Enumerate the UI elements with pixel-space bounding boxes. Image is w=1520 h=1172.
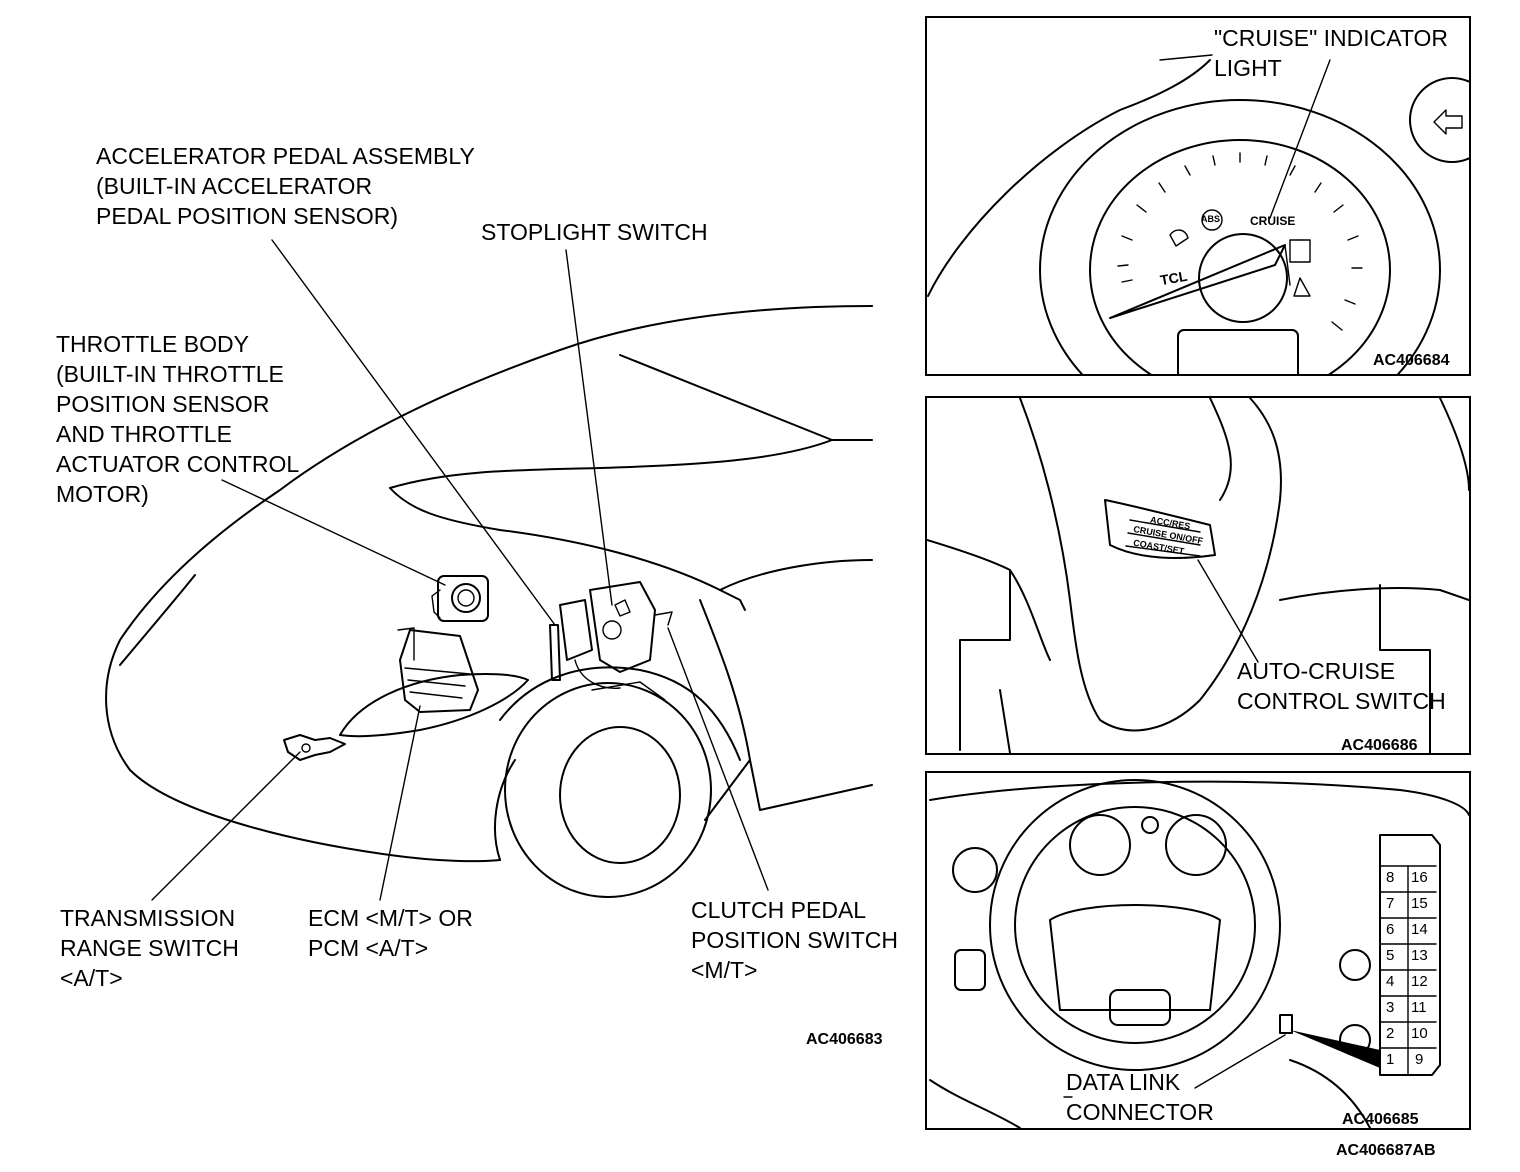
- label-transmission-switch: TRANSMISSION RANGE SWITCH <A/T>: [60, 905, 239, 991]
- pin-16: 16: [1411, 869, 1428, 886]
- code-main: AC406683: [806, 1031, 883, 1048]
- pin-15: 15: [1411, 895, 1428, 912]
- pin-10: 10: [1411, 1025, 1428, 1042]
- pin-5: 5: [1386, 947, 1395, 964]
- label-accelerator-pedal: ACCELERATOR PEDAL ASSEMBLY (BUILT-IN ACC…: [96, 143, 475, 229]
- pin-2: 2: [1386, 1025, 1395, 1042]
- car-outline: [105, 305, 873, 898]
- pin-6: 6: [1386, 921, 1395, 938]
- label-clutch-switch: CLUTCH PEDAL POSITION SWITCH <M/T>: [691, 897, 898, 983]
- pin-12: 12: [1411, 973, 1428, 990]
- ecm-component: [397, 627, 479, 713]
- pin-4: 4: [1386, 973, 1395, 990]
- label-cruise-indicator: "CRUISE" INDICATOR LIGHT: [1214, 25, 1448, 81]
- code-overall: AC406687AB: [1336, 1142, 1436, 1159]
- pin-8: 8: [1386, 869, 1395, 886]
- code-panel2: AC406686: [1341, 737, 1418, 754]
- pin-14: 14: [1411, 921, 1428, 938]
- throttle-body-component: [431, 575, 489, 622]
- gauge-cruise-label: CRUISE: [1250, 214, 1296, 228]
- label-auto-cruise-switch: AUTO-CRUISE CONTROL SWITCH: [1237, 658, 1446, 714]
- pin-7: 7: [1386, 895, 1395, 912]
- transmission-switch-component: [283, 734, 346, 761]
- leader-lines: [151, 239, 769, 901]
- label-ecm: ECM <M/T> OR PCM <A/T>: [308, 905, 473, 961]
- code-panel3: AC406685: [1342, 1111, 1419, 1128]
- pin-1: 1: [1386, 1051, 1395, 1068]
- connector-drawing: [1290, 834, 1441, 1076]
- pedal-bracket-component: [589, 581, 673, 701]
- gauge-abs-label: ABS: [1201, 214, 1221, 224]
- pin-11: 11: [1411, 999, 1427, 1016]
- label-data-link-connector: DATA LINK CONNECTOR: [1066, 1069, 1214, 1125]
- pin-13: 13: [1411, 947, 1428, 964]
- pin-3: 3: [1386, 999, 1395, 1016]
- label-stoplight-switch: STOPLIGHT SWITCH: [481, 219, 708, 245]
- code-panel1: AC406684: [1373, 352, 1450, 369]
- pin-9: 9: [1415, 1051, 1424, 1068]
- label-throttle-body: THROTTLE BODY (BUILT-IN THROTTLE POSITIO…: [56, 331, 300, 507]
